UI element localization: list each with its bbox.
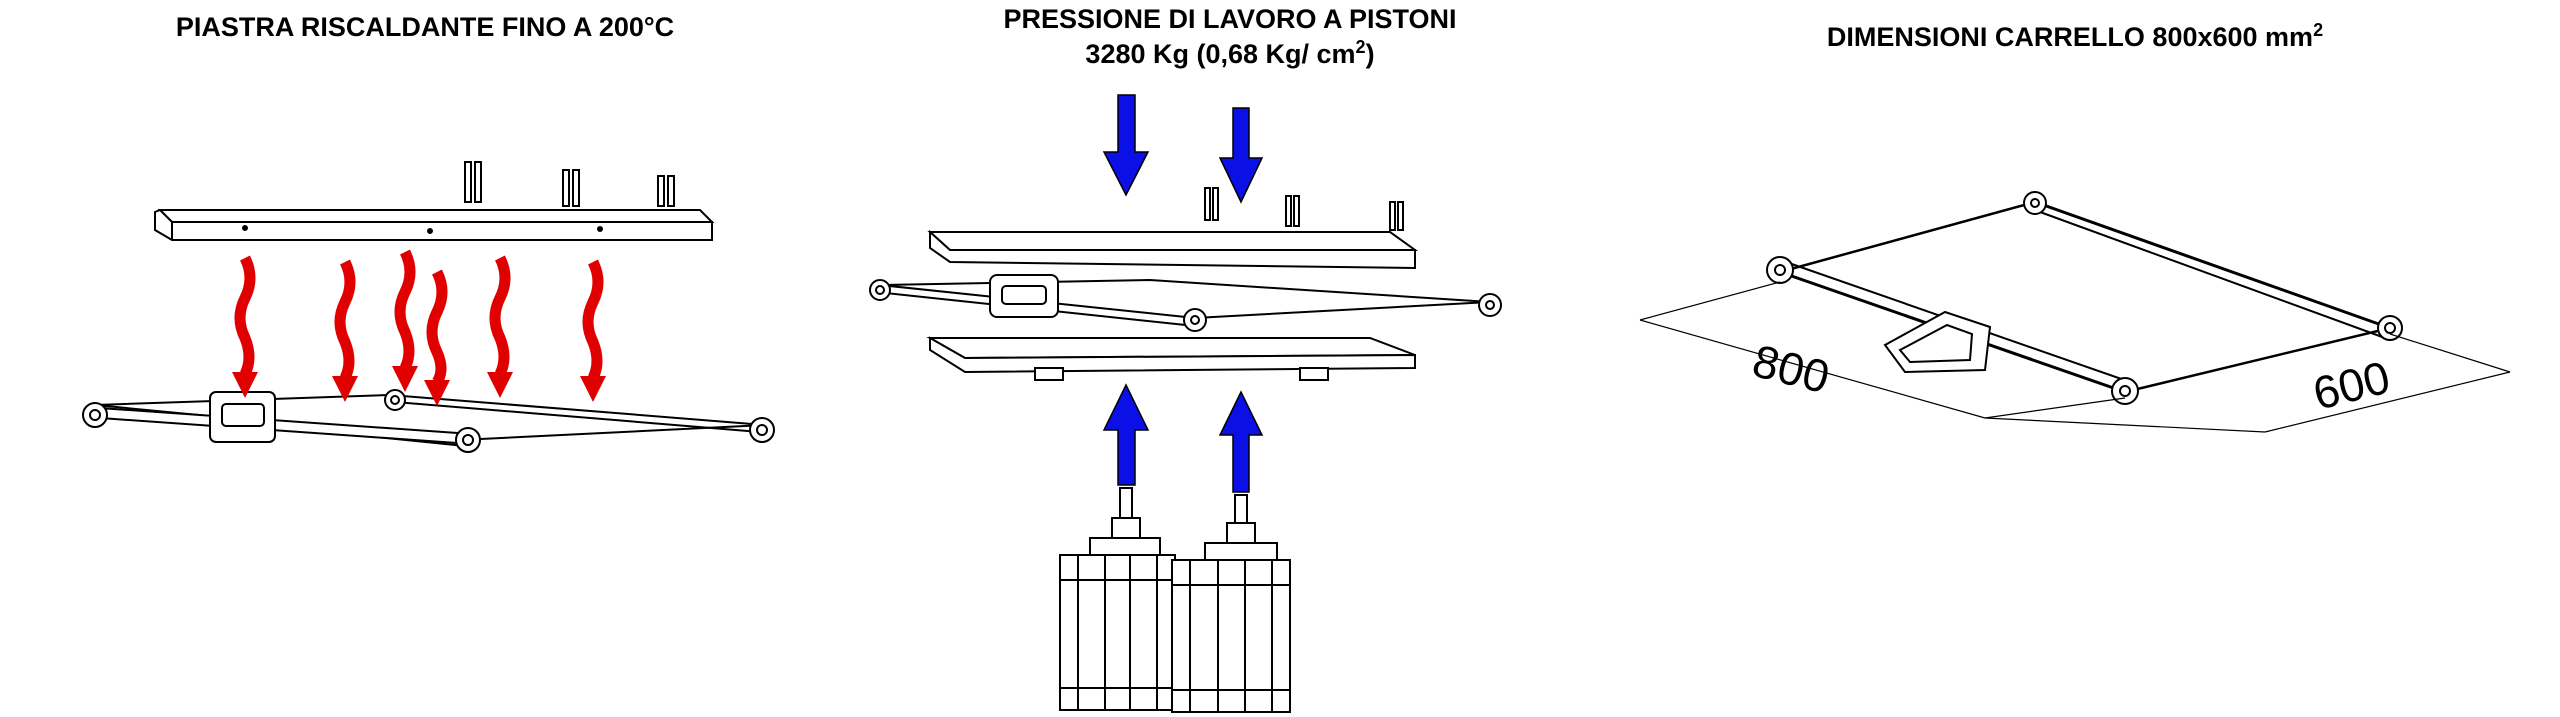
- pressure-arrow-down: [1218, 107, 1264, 204]
- heating-title: PIASTRA RISCALDANTE FINO A 200°C: [175, 12, 675, 42]
- dimension-lines: [1639, 281, 2511, 433]
- heating-panel: PIASTRA RISCALDANTE FINO A 200°C: [0, 0, 850, 717]
- heat-arrow: [232, 255, 258, 398]
- pressure-drawing: [869, 94, 1502, 713]
- pressure-title-line2-close: ): [1365, 39, 1375, 69]
- piston-left: [1059, 487, 1176, 711]
- upper-plate: [927, 187, 1419, 270]
- heat-arrow: [424, 269, 450, 406]
- dimensions-drawing: 800 600: [1639, 191, 2511, 433]
- dimensions-trolley: [1766, 191, 2403, 405]
- pressure-panel: PRESSIONE DI LAVORO A PISTONI 3280 Kg (0…: [850, 0, 1610, 717]
- dimensions-title: DIMENSIONI CARRELLO 800x600 mm2: [1610, 20, 2540, 54]
- dimension-width-label: 600: [2308, 351, 2395, 420]
- heating-plate: [154, 161, 715, 241]
- pressure-title-line2-text: 3280 Kg (0,68 Kg/ cm: [1085, 39, 1356, 69]
- heat-arrows: [232, 249, 606, 406]
- dimensions-title-sup: 2: [2313, 20, 2324, 40]
- dimensions-title-text: DIMENSIONI CARRELLO 800x600 mm: [1826, 22, 2314, 52]
- piston-right: [1171, 494, 1291, 713]
- heating-trolley: [82, 389, 775, 453]
- dimension-length-label: 800: [1748, 334, 1835, 403]
- pressure-arrow-down: [1102, 94, 1150, 197]
- pressure-title-line1: PRESSIONE DI LAVORO A PISTONI: [1003, 4, 1457, 34]
- pressure-trolley: [869, 274, 1502, 332]
- pressure-arrow-up: [1102, 383, 1150, 486]
- pressure-title-line2: 3280 Kg (0,68 Kg/ cm2): [850, 37, 1610, 71]
- heat-arrow: [487, 255, 513, 398]
- heat-arrow: [332, 259, 358, 402]
- heat-arrow: [580, 259, 606, 402]
- heat-arrow: [392, 249, 418, 392]
- heating-plate-drawing: [82, 161, 775, 453]
- pressure-arrows-up: [1102, 383, 1264, 493]
- pressure-arrow-up: [1218, 390, 1264, 493]
- pressure-title-line2-sup: 2: [1355, 37, 1366, 57]
- dimensions-panel: DIMENSIONI CARRELLO 800x600 mm2: [1610, 0, 2560, 717]
- lower-plate: [926, 336, 1416, 381]
- pressure-arrows-down: [1102, 94, 1264, 204]
